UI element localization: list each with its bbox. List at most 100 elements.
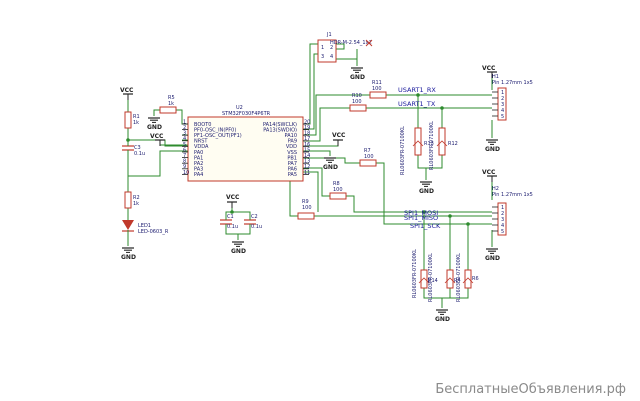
mcu-left-pin-label: NRST [194, 139, 208, 145]
header-pin-num: 5 [501, 114, 504, 120]
mcu-left-pin-label: BOOT0 [194, 122, 211, 128]
resistor-r5: R5 1k [159, 95, 177, 114]
capacitor-c1: C1 0.1u [220, 214, 238, 230]
net-label-spi-mosi: SPI1_MOSI [404, 209, 438, 217]
gnd-symbol: GND [485, 248, 500, 262]
svg-text:R2: R2 [133, 195, 140, 201]
net-label-spi-sck: SPI1_SCK [410, 222, 441, 230]
mcu-left-pin-label: PF0-OSC_IN(PF0) [194, 127, 236, 133]
mcu-left-pin-num: 5 [183, 142, 186, 148]
resistor-r8: R8 100 [329, 181, 347, 200]
header-pin-num: 5 [501, 229, 504, 235]
resistor-r9: R9 100 [297, 199, 315, 220]
svg-text:100: 100 [352, 99, 362, 105]
svg-text:GND: GND [485, 146, 500, 153]
svg-text:GND: GND [147, 124, 162, 131]
svg-text:R14: R14 [428, 278, 438, 284]
mcu-left-pins: BOOT01PF0-OSC_IN(PF0)2PF1-OSC_OUT(PF1)3N… [182, 119, 242, 178]
mcu-left-pin-label: PA3 [194, 167, 203, 173]
svg-text:100: 100 [364, 154, 374, 160]
svg-text:VCC: VCC [120, 87, 134, 94]
mcu-right-pin-num: 20 [304, 119, 310, 125]
svg-text:1k: 1k [133, 201, 139, 207]
resistor-r13: R13 RL0603FR-07100KL [400, 126, 434, 175]
svg-text:LED1: LED1 [138, 223, 151, 229]
gnd-symbol: GND [323, 157, 338, 171]
header-pin-num: 1 [501, 205, 504, 211]
svg-text:GND: GND [121, 254, 136, 261]
mcu-left-pin-num: 2 [183, 125, 186, 131]
mcu-right-pin-num: 14 [304, 153, 310, 159]
mcu-left-pin-num: 1 [183, 119, 186, 125]
gnd-symbol: GND [231, 241, 246, 255]
svg-text:RL0603FR-07100KL: RL0603FR-07100KL [428, 253, 434, 302]
gnd-symbol: GND [147, 117, 162, 131]
header-pin-num: 4 [501, 223, 504, 229]
mcu-right-pin-num: 17 [304, 136, 310, 142]
vcc-symbol: VCC [120, 87, 134, 101]
mcu-left-pin-label: VDDA [194, 144, 209, 150]
svg-text:R9: R9 [302, 199, 309, 205]
svg-text:R6: R6 [472, 276, 479, 282]
mcu-left-pin-num: 4 [183, 136, 186, 142]
mcu-right-pin-num: 15 [304, 147, 310, 153]
header-pin-num: 4 [501, 108, 504, 114]
mcu-left-pin-label: PF1-OSC_OUT(PF1) [194, 133, 242, 139]
mcu-left-pin-label: PA4 [194, 172, 203, 178]
mcu-right-pin-label: PA10 [285, 133, 297, 139]
resistor-r7: R7 100 [359, 148, 377, 167]
svg-text:1k: 1k [168, 101, 174, 107]
svg-text:Pin 1.27mm 1x5: Pin 1.27mm 1x5 [492, 192, 533, 198]
mcu-left-pin-num: 10 [183, 170, 189, 176]
svg-text:VCC: VCC [482, 65, 496, 72]
svg-text:J1: J1 [326, 32, 332, 38]
mcu-right-pin-num: 18 [304, 131, 310, 137]
svg-text:HDR-M-2.54_1x2: HDR-M-2.54_1x2 [330, 40, 372, 46]
svg-text:0.1u: 0.1u [134, 151, 145, 157]
mcu-right-pin-label: PA9 [288, 139, 297, 145]
svg-text:R5: R5 [168, 95, 175, 101]
svg-text:C3: C3 [134, 145, 141, 151]
svg-text:R12: R12 [448, 141, 458, 147]
svg-text:100: 100 [372, 86, 382, 92]
mcu-left-pin-label: PA1 [194, 155, 203, 161]
svg-text:4: 4 [330, 54, 333, 60]
capacitor-c2: C2 0.1u [244, 214, 262, 230]
mcu-ref: U2 [236, 105, 243, 111]
mcu-left-pin-num: 9 [183, 164, 186, 170]
header-pin-num: 2 [501, 211, 504, 217]
mcu-part: STM32F030F4P6TR [222, 111, 271, 117]
vcc-symbol: VCC [150, 133, 166, 147]
mcu-left-pin-label: PA2 [194, 161, 203, 167]
resistor-r1: R1 1k [124, 111, 140, 129]
mcu-right-pin-label: PA6 [288, 167, 297, 173]
svg-text:R8: R8 [333, 181, 340, 187]
header-pin-num: 3 [501, 102, 504, 108]
mcu-right-pin-num: 12 [304, 164, 310, 170]
svg-text:H1: H1 [492, 74, 499, 80]
wires [127, 43, 493, 308]
svg-text:RL0603FR-07100KL: RL0603FR-07100KL [456, 253, 462, 302]
svg-text:RL0603FR-07100KL: RL0603FR-07100KL [429, 121, 435, 170]
svg-text:3: 3 [321, 54, 324, 60]
mcu-right-pin-label: PA7 [288, 161, 297, 167]
svg-text:VCC: VCC [332, 132, 346, 139]
svg-text:100: 100 [302, 205, 312, 211]
mcu-left-pin-num: 6 [183, 147, 186, 153]
svg-text:GND: GND [323, 164, 338, 171]
header-pin-num: 3 [501, 217, 504, 223]
gnd-symbol: GND [350, 67, 365, 81]
mcu-left-pin-num: 7 [183, 153, 186, 159]
resistor-r12: R12 RL0603FR-07100KL [429, 121, 458, 170]
mcu-left-pin-num: 8 [183, 159, 186, 165]
mcu-right-pin-label: PA14(SWCLK) [263, 122, 297, 128]
svg-text:GND: GND [435, 316, 450, 323]
mcu-right-pin-num: 13 [304, 159, 310, 165]
mcu-right-pin-label: VSS [287, 150, 297, 156]
